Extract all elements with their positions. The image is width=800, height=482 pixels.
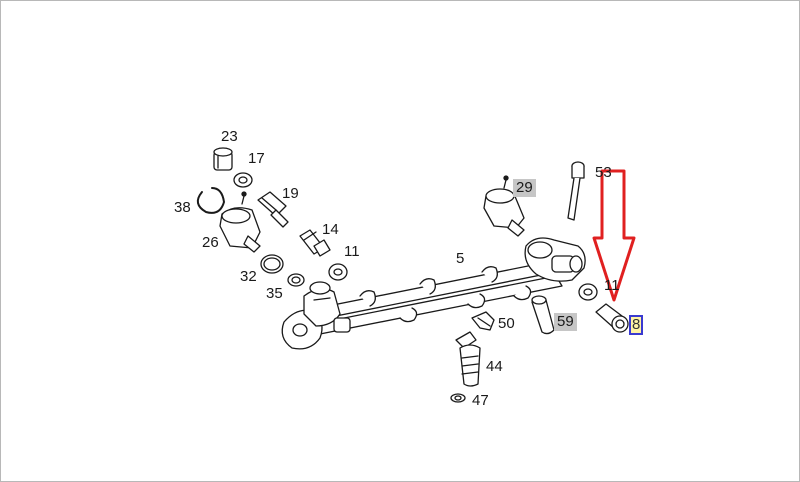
part-11-ring-a: [328, 263, 348, 281]
label-53: 53: [595, 164, 612, 181]
label-29: 29: [513, 179, 536, 197]
part-17-ring: [233, 172, 253, 188]
part-19-sensor: [257, 191, 289, 228]
part-38-circlip: [196, 187, 225, 214]
label-35: 35: [266, 285, 283, 302]
label-23: 23: [221, 128, 238, 145]
red-arrow: [592, 169, 636, 302]
label-38: 38: [174, 199, 191, 216]
label-8-selected[interactable]: 8: [629, 315, 644, 335]
part-32-seal: [260, 254, 284, 274]
label-59: 59: [554, 313, 577, 331]
label-11: 11: [604, 277, 620, 294]
part-47-oring: [450, 393, 466, 403]
label-44: 44: [486, 358, 503, 375]
label-26: 26: [202, 234, 219, 251]
part-44-injector: [455, 331, 481, 387]
left-pressure-regulator: [281, 281, 351, 350]
part-35-washer: [287, 273, 305, 287]
label-32: 32: [240, 268, 257, 285]
part-26-valve: [219, 191, 261, 253]
part-8-plug: [595, 303, 629, 333]
label-5: 5: [456, 250, 465, 267]
label-14: 14: [322, 221, 339, 238]
part-53-bolt: [567, 161, 585, 221]
part-50-clip: [471, 311, 495, 331]
label-47: 47: [472, 392, 489, 409]
label-19: 19: [282, 185, 299, 202]
part-23-cap: [213, 147, 233, 171]
right-pressure-regulator: [524, 237, 586, 282]
part-11-ring-b: [578, 283, 598, 301]
part-14-fitting: [299, 229, 331, 257]
part-59-sleeve: [531, 295, 555, 335]
label-11: 11: [344, 243, 360, 260]
label-17: 17: [248, 150, 265, 167]
label-50: 50: [498, 315, 515, 332]
